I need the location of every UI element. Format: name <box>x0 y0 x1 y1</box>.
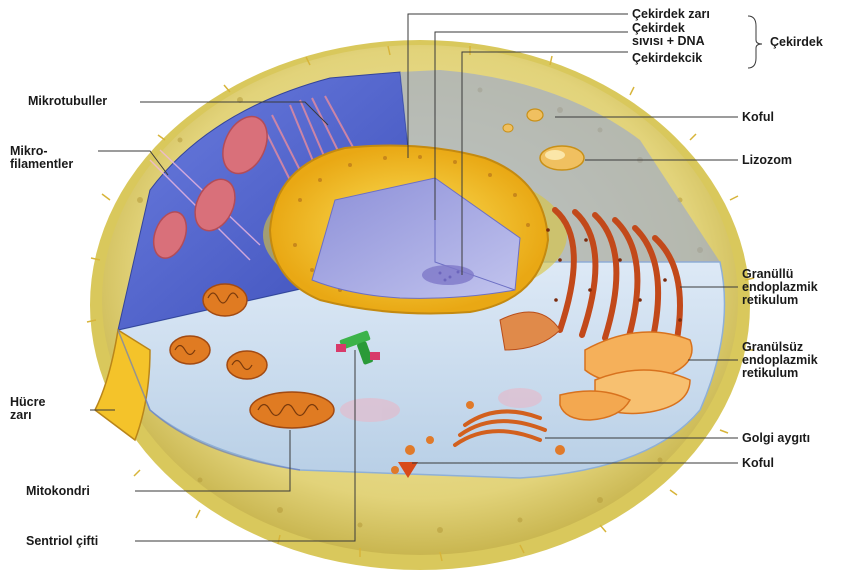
label-mitokondri: Mitokondri <box>26 485 90 498</box>
label-text: Çekirdekcik <box>632 52 702 65</box>
label-cekirdek-group: Çekirdek <box>770 36 823 49</box>
label-text: Mitokondri <box>26 485 90 498</box>
label-text: Çekirdek <box>770 36 823 49</box>
label-golgi: Golgi aygıtı <box>742 432 810 445</box>
label-koful-bottom: Koful <box>742 457 774 470</box>
label-text: filamentler <box>10 158 73 171</box>
label-text: retikulum <box>742 294 818 307</box>
label-cekirdek-zari: Çekirdek zarı <box>632 8 710 21</box>
label-sentriol: Sentriol çifti <box>26 535 98 548</box>
nucleolus <box>422 265 474 285</box>
label-cekirdekcik: Çekirdekcik <box>632 52 702 65</box>
label-granulsuz-er: Granülsüz endoplazmik retikulum <box>742 341 818 380</box>
label-mikrotubuller: Mikrotubuller <box>28 95 107 108</box>
label-text: Sentriol çifti <box>26 535 98 548</box>
label-cekirdek-sivisi: Çekirdek sıvısı + DNA <box>632 22 705 48</box>
label-text: sıvısı + DNA <box>632 35 705 48</box>
label-text: Koful <box>742 111 774 124</box>
label-text: Golgi aygıtı <box>742 432 810 445</box>
label-hucre-zari: Hücre zarı <box>10 396 45 422</box>
label-text: Mikrotubuller <box>28 95 107 108</box>
lysosome <box>540 146 584 170</box>
label-text: Lizozom <box>742 154 792 167</box>
label-text: Çekirdek zarı <box>632 8 710 21</box>
label-granullu-er: Granüllü endoplazmik retikulum <box>742 268 818 307</box>
label-text: zarı <box>10 409 45 422</box>
label-mikrofilamentler: Mikro- filamentler <box>10 145 73 171</box>
label-text: Koful <box>742 457 774 470</box>
label-text: retikulum <box>742 367 818 380</box>
label-koful-top: Koful <box>742 111 774 124</box>
label-lizozom: Lizozom <box>742 154 792 167</box>
